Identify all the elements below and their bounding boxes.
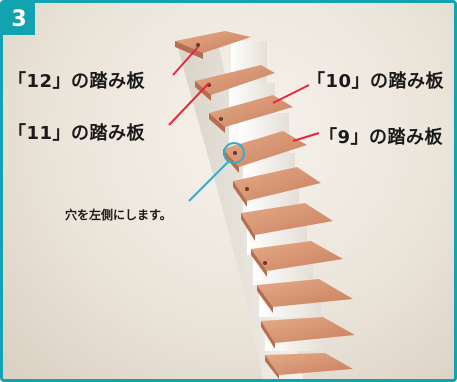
spiral-staircase-illustration <box>168 31 355 379</box>
leader-line-10 <box>272 84 310 104</box>
step-number-badge: 3 <box>3 3 35 35</box>
label-board-10: 「10」の踏み板 <box>307 71 445 92</box>
tread-5 <box>257 279 353 317</box>
note-leader-line <box>188 160 230 202</box>
leader-line-9 <box>292 132 320 142</box>
label-board-11: 「11」の踏み板 <box>8 123 146 144</box>
label-board-9: 「9」の踏み板 <box>319 127 444 148</box>
tread-6 <box>251 241 343 285</box>
tread-4 <box>261 317 355 351</box>
hole-highlight-circle <box>223 142 245 164</box>
note-hole-left: 穴を左側にします。 <box>65 208 172 222</box>
label-board-12: 「12」の踏み板 <box>8 71 146 92</box>
leader-line-12 <box>172 46 199 76</box>
leader-line-11 <box>168 82 210 126</box>
tread-3 <box>265 353 353 379</box>
